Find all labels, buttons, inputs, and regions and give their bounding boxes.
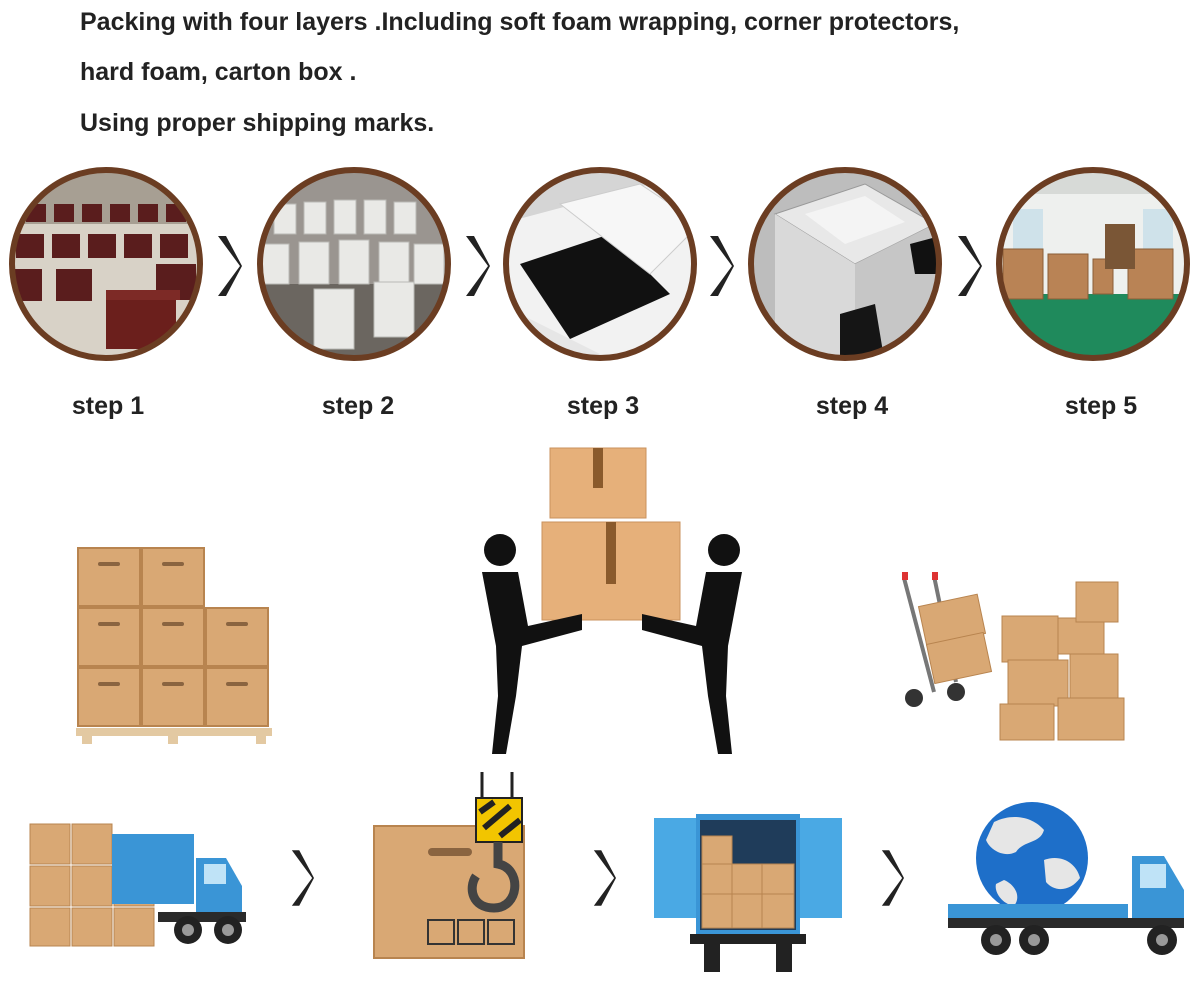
step-2-photo bbox=[257, 167, 451, 361]
hand-truck-cartons-icon bbox=[902, 572, 1125, 741]
chevron-right-icon bbox=[958, 236, 982, 296]
step-2-label: step 2 bbox=[321, 392, 395, 420]
intro-line-2: hard foam, carton box . bbox=[80, 58, 357, 86]
crane-hook-box-icon bbox=[373, 772, 525, 959]
step-4-label: step 4 bbox=[815, 392, 889, 420]
globe-truck-icon bbox=[948, 802, 1184, 955]
loaded-truck-icon bbox=[29, 823, 246, 947]
chevron-right-icon bbox=[881, 850, 904, 906]
chevron-right-icon bbox=[291, 850, 314, 906]
two-people-carrying-box-icon bbox=[482, 447, 742, 754]
palletized-cartons-icon bbox=[76, 547, 272, 744]
step-4-photo bbox=[748, 167, 942, 361]
chevron-right-icon bbox=[466, 236, 490, 296]
intro-line-1: Packing with four layers .Including soft… bbox=[80, 8, 960, 36]
chevron-right-icon bbox=[710, 236, 734, 296]
step-3-photo bbox=[503, 167, 697, 361]
container-loading-icon bbox=[654, 814, 842, 972]
step-1-photo bbox=[9, 167, 203, 361]
chevron-right-icon bbox=[218, 236, 242, 296]
step-3-label: step 3 bbox=[566, 392, 640, 420]
step-1-label: step 1 bbox=[71, 392, 145, 420]
chevron-right-icon bbox=[593, 850, 616, 906]
step-5-label: step 5 bbox=[1064, 392, 1138, 420]
step-5-photo bbox=[996, 167, 1190, 361]
intro-line-3: Using proper shipping marks. bbox=[80, 109, 435, 137]
